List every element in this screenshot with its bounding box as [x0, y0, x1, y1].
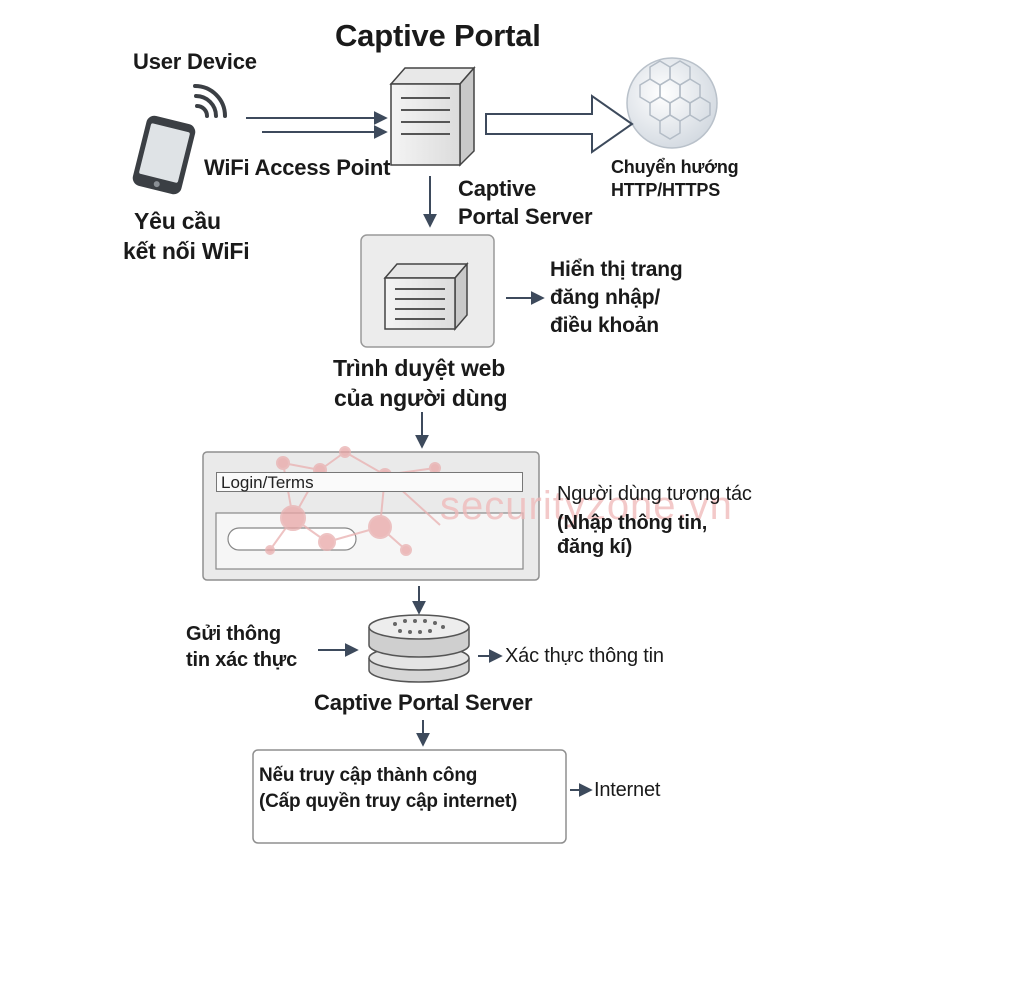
server-top-label-line1: Captive: [458, 176, 537, 201]
interact-label-line3: đăng kí): [557, 536, 633, 558]
interact-label-line2: (Nhập thông tin,: [557, 512, 708, 534]
server-bottom-label: Captive Portal Server: [314, 690, 533, 715]
display-label-line2: đăng nhập/: [550, 286, 660, 309]
internet-label: Internet: [594, 779, 661, 801]
success-box: [252, 749, 567, 844]
redirect-hollow-arrow: [485, 94, 634, 154]
smartphone-icon: [132, 115, 196, 195]
request-label-line2: kết nối WiFi: [123, 238, 250, 264]
watermark-network: [265, 446, 441, 556]
arrows: [246, 111, 593, 797]
server-stack-icon: [368, 614, 470, 683]
display-label-line1: Hiển thị trang: [550, 258, 683, 281]
send-label-line2: tin xác thực: [186, 649, 297, 671]
display-label-line3: điều khoản: [550, 314, 659, 337]
wifi-signal-icon: [193, 84, 227, 118]
browser-label-line2: của người dùng: [334, 385, 508, 411]
redirect-label-line2: HTTP/HTTPS: [611, 180, 720, 200]
globe-icon: [626, 57, 718, 149]
server-icon: [389, 66, 476, 167]
redirect-label-line1: Chuyển hướng: [611, 157, 739, 177]
login-terms-field: Login/Terms: [216, 472, 523, 492]
success-label-line1: Nếu truy cập thành công: [259, 765, 478, 786]
user-device-label: User Device: [133, 49, 257, 74]
success-label-line2: (Cấp quyền truy cập internet): [259, 791, 518, 812]
request-label-line1: Yêu cầu: [134, 208, 221, 234]
diagram-title: Captive Portal: [335, 18, 541, 53]
wifi-access-point-label: WiFi Access Point: [204, 155, 391, 180]
interact-label-line1: Người dùng tương tác: [557, 483, 752, 505]
browser-server-icon: [383, 261, 469, 332]
server-top-label-line2: Portal Server: [458, 204, 593, 229]
verify-label: Xác thực thông tin: [505, 645, 664, 667]
browser-label-line1: Trình duyệt web: [333, 355, 506, 381]
send-label-line1: Gửi thông: [186, 623, 281, 645]
